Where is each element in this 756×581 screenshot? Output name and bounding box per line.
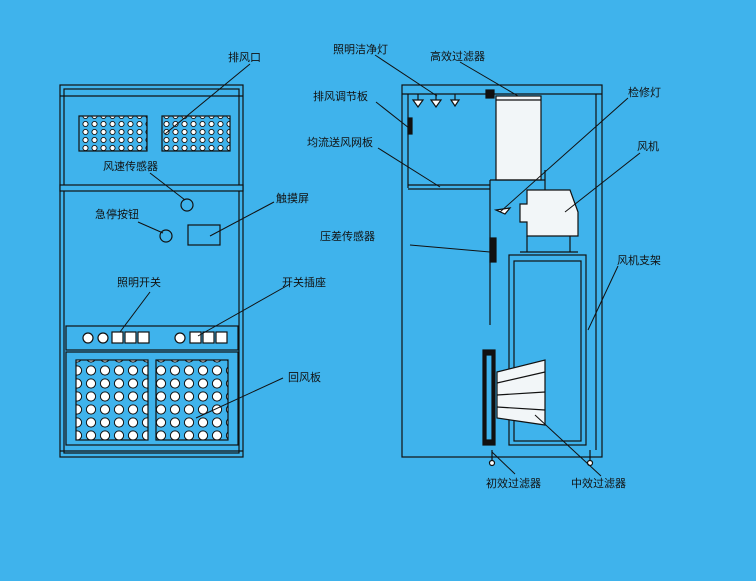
cleaning-lamp bbox=[411, 94, 461, 109]
exhaust-grill-left bbox=[78, 115, 148, 152]
side-view bbox=[401, 84, 603, 467]
fan-bracket bbox=[508, 254, 587, 446]
touch-screen[interactable] bbox=[187, 224, 221, 246]
label-primary-filter: 初效过滤器 bbox=[486, 476, 541, 490]
exhaust-damper bbox=[407, 117, 413, 135]
label-touch-screen: 触摸屏 bbox=[276, 191, 309, 205]
label-fan-bracket: 风机支架 bbox=[617, 253, 661, 267]
label-emergency-stop: 急停按钮 bbox=[95, 207, 139, 221]
label-hepa-filter: 高效过滤器 bbox=[430, 49, 485, 63]
return-air-panel-left bbox=[75, 359, 149, 441]
side-cabinet bbox=[401, 84, 603, 458]
label-fan: 风机 bbox=[637, 139, 659, 153]
switch-socket-group[interactable] bbox=[174, 331, 228, 344]
front-leaders bbox=[119, 63, 291, 419]
front-view bbox=[59, 84, 244, 458]
air-speed-sensor bbox=[180, 198, 194, 212]
fan bbox=[519, 189, 579, 237]
label-exhaust-damper: 排风调节板 bbox=[313, 89, 368, 103]
exhaust-grill-right bbox=[161, 115, 231, 152]
pressure-sensor bbox=[489, 237, 497, 263]
side-leaders bbox=[374, 54, 641, 477]
light-switch-group[interactable] bbox=[82, 331, 150, 344]
label-medium-filter: 中效过滤器 bbox=[571, 476, 626, 490]
label-return-air-panel: 回风板 bbox=[288, 370, 321, 384]
label-exhaust-port: 排风口 bbox=[228, 50, 261, 64]
front-labels: 排风口 风速传感器 急停按钮 触摸屏 照明开关 开关插座 回风板 bbox=[95, 50, 326, 384]
label-maintenance-lamp: 检修灯 bbox=[628, 85, 661, 99]
side-labels: 照明洁净灯 高效过滤器 排风调节板 检修灯 均流送风网板 风机 压差传感器 风机… bbox=[307, 42, 661, 490]
label-air-speed-sensor: 风速传感器 bbox=[103, 160, 158, 173]
return-air-panel-right bbox=[155, 359, 229, 441]
emergency-stop-button[interactable] bbox=[159, 229, 173, 243]
label-light-switch: 照明开关 bbox=[117, 275, 161, 289]
label-pressure-sensor: 压差传感器 bbox=[320, 229, 375, 243]
label-switch-socket: 开关插座 bbox=[282, 275, 326, 289]
hepa-filter bbox=[495, 95, 542, 181]
label-diffuser-mesh: 均流送风网板 bbox=[307, 135, 373, 149]
label-cleaning-lamp: 照明洁净灯 bbox=[333, 42, 388, 56]
